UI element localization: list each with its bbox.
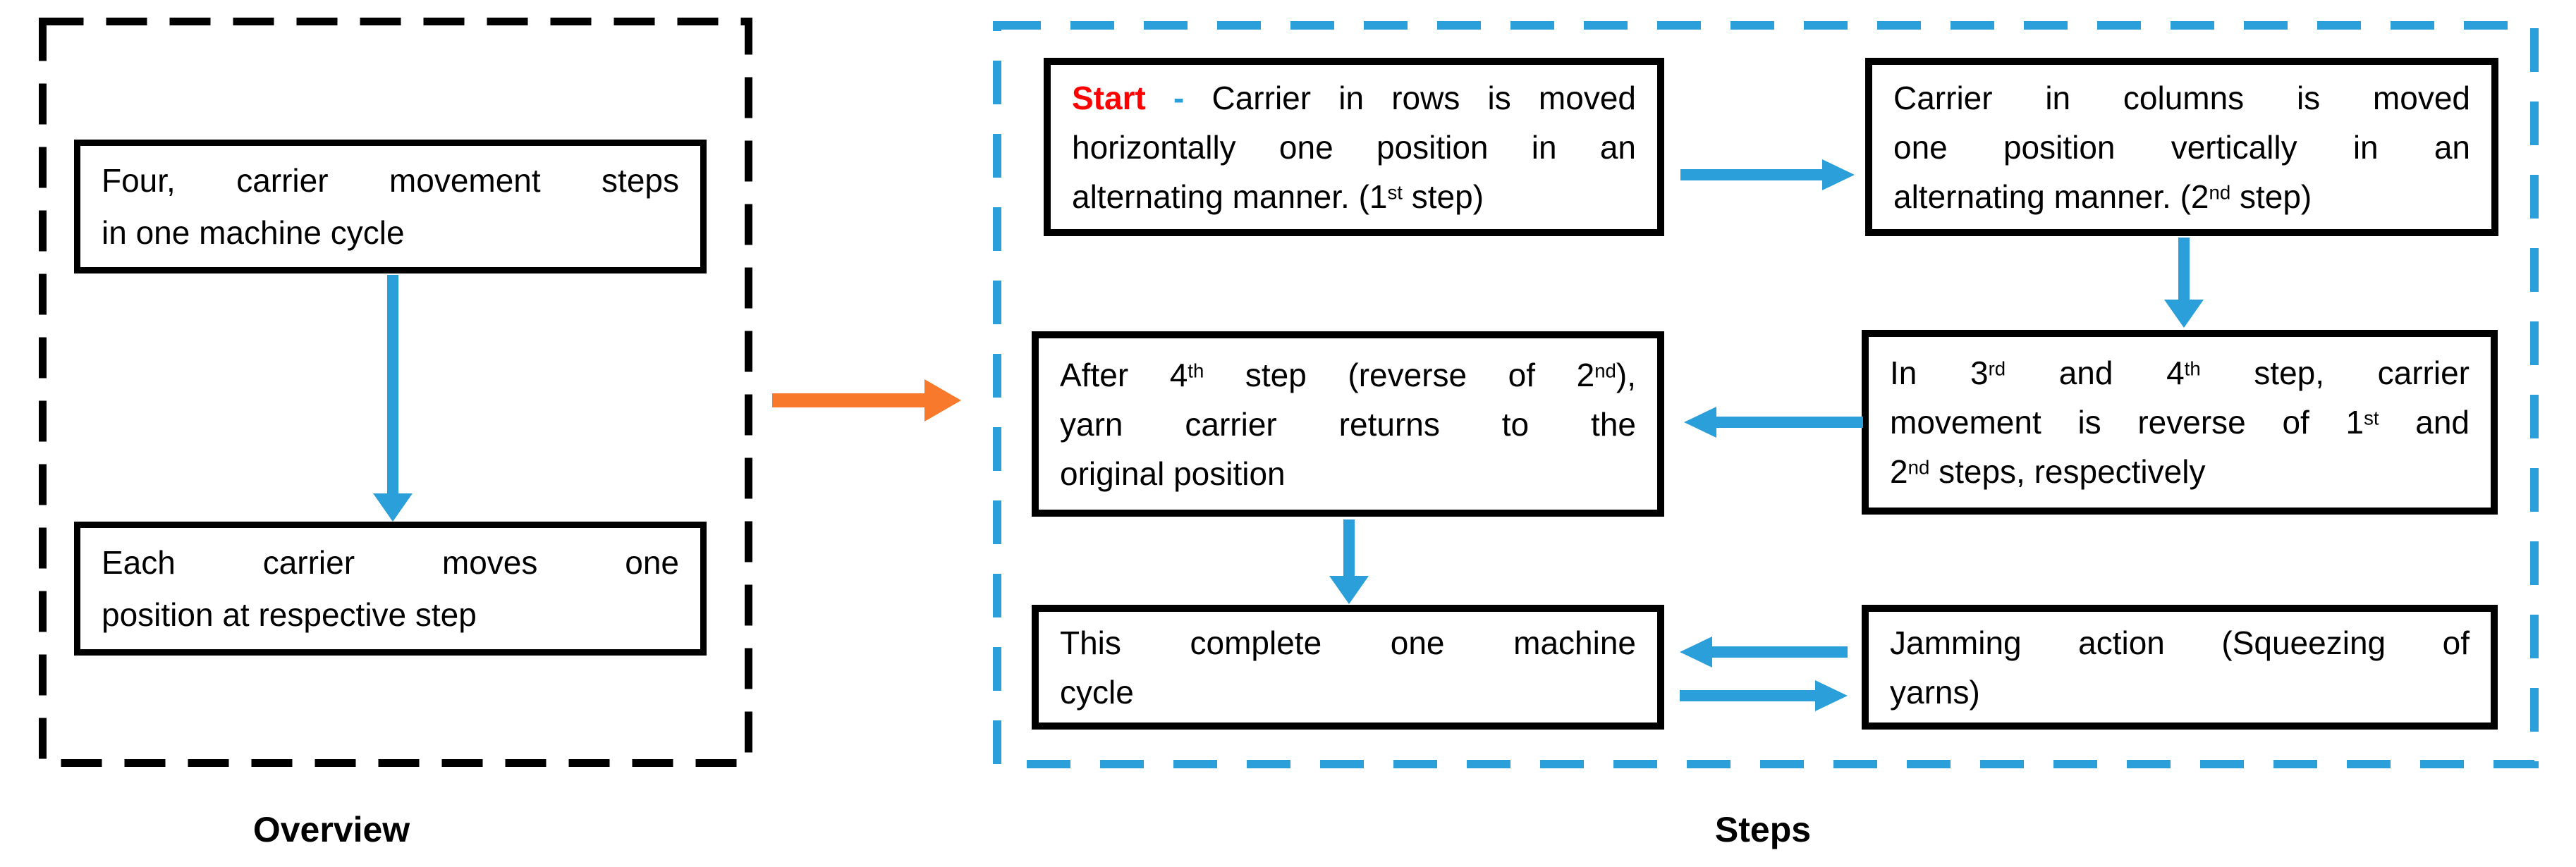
text-segment: step) bbox=[1402, 178, 1484, 215]
arrow-shaft bbox=[772, 393, 929, 407]
arrow-shaft bbox=[1680, 169, 1826, 180]
text-line: horizontally one position in an bbox=[1072, 128, 1636, 166]
text-segment: alternating manner. (2 bbox=[1893, 178, 2209, 215]
text-line: Four, carrier movement steps bbox=[102, 162, 679, 199]
arrow-shaft bbox=[1680, 690, 1819, 701]
superscript: nd bbox=[1594, 359, 1616, 382]
text-segment: and bbox=[2379, 404, 2470, 441]
step-box-cycle: This complete one machine cycle bbox=[1032, 605, 1664, 730]
text-line: Each carrier moves one bbox=[102, 544, 679, 581]
text-line: Carrier in columns is moved bbox=[1893, 79, 2470, 116]
arrow-head bbox=[1329, 576, 1369, 604]
orange-arrow-right-icon bbox=[772, 379, 961, 422]
text-segment: ), bbox=[1616, 356, 1636, 393]
text-segment: and 4 bbox=[2006, 355, 2185, 391]
text-line: cycle bbox=[1060, 673, 1134, 711]
overview-box-four-steps: Four, carrier movement steps in one mach… bbox=[74, 140, 707, 273]
step-box-start: Start - Carrier in rows is moved horizon… bbox=[1044, 58, 1664, 236]
text-segment: step) bbox=[2230, 178, 2312, 215]
arrow-left-icon bbox=[1684, 407, 1863, 438]
overview-box-each-carrier: Each carrier moves one position at respe… bbox=[74, 522, 707, 656]
text-line: yarn carrier returns to the bbox=[1060, 405, 1636, 443]
superscript: nd bbox=[1907, 456, 1930, 479]
start-label: Start bbox=[1072, 79, 1146, 116]
superscript: th bbox=[2184, 357, 2201, 380]
superscript: st bbox=[2364, 407, 2379, 429]
text-line: 2nd steps, respectively bbox=[1890, 447, 2470, 496]
start-dash: - bbox=[1145, 79, 1212, 116]
text-line: in one machine cycle bbox=[102, 214, 405, 251]
text-line: After 4th step (reverse of 2nd), bbox=[1060, 350, 1636, 400]
arrow-shaft bbox=[387, 275, 398, 496]
text-line: one position vertically in an bbox=[1893, 128, 2470, 166]
text-segment: alternating manner. (1 bbox=[1072, 178, 1388, 215]
arrow-head bbox=[1815, 680, 1848, 711]
text-line: alternating manner. (1st step) bbox=[1072, 172, 1636, 221]
superscript: th bbox=[1188, 359, 1204, 382]
arrow-shaft bbox=[1712, 417, 1863, 428]
overview-label: Overview bbox=[252, 810, 410, 849]
text-segment: In 3 bbox=[1890, 355, 1989, 391]
arrow-down-icon bbox=[2164, 238, 2204, 328]
text-line: Jamming action (Squeezing of bbox=[1890, 624, 2470, 661]
arrow-head bbox=[2164, 300, 2204, 328]
step-box-after-4th: After 4th step (reverse of 2nd), yarn ca… bbox=[1032, 331, 1664, 517]
step-box-columns: Carrier in columns is moved one position… bbox=[1865, 58, 2498, 236]
arrow-head bbox=[924, 379, 961, 422]
superscript: nd bbox=[2209, 181, 2231, 204]
arrow-head bbox=[1822, 159, 1855, 190]
arrow-down-icon bbox=[1329, 519, 1369, 604]
arrow-shaft bbox=[1343, 519, 1355, 579]
text-line: original position bbox=[1060, 455, 1286, 492]
text-segment: Carrier in rows is moved bbox=[1211, 79, 1637, 116]
arrow-head bbox=[1680, 637, 1712, 668]
text-line: position at respective step bbox=[102, 596, 477, 633]
arrow-right-icon bbox=[1680, 159, 1855, 190]
arrow-head bbox=[373, 493, 413, 522]
steps-label: Steps bbox=[1714, 810, 1812, 849]
arrow-head bbox=[1684, 407, 1716, 438]
text-line: Start - Carrier in rows is moved bbox=[1072, 73, 1636, 123]
text-line: movement is reverse of 1st and bbox=[1890, 398, 2470, 447]
text-segment: step (reverse of 2 bbox=[1204, 356, 1595, 393]
superscript: st bbox=[1387, 181, 1403, 204]
arrow-down-icon bbox=[373, 275, 413, 522]
text-segment: 2 bbox=[1890, 453, 1908, 490]
text-line: alternating manner. (2nd step) bbox=[1893, 172, 2470, 221]
overview-panel-border bbox=[39, 18, 752, 767]
superscript: rd bbox=[1988, 357, 2006, 380]
text-segment: movement is reverse of 1 bbox=[1890, 404, 2364, 441]
steps-panel-border bbox=[993, 21, 2539, 768]
text-segment: step, carrier bbox=[2200, 355, 2470, 391]
step-box-jamming: Jamming action (Squeezing of yarns) bbox=[1862, 605, 2498, 730]
text-line: This complete one machine bbox=[1060, 624, 1636, 661]
arrow-shaft bbox=[2178, 238, 2190, 302]
text-line: In 3rd and 4th step, carrier bbox=[1890, 348, 2470, 398]
arrow-left-icon bbox=[1680, 637, 1848, 668]
arrow-right-icon bbox=[1680, 680, 1848, 711]
arrow-shaft bbox=[1708, 646, 1848, 658]
text-line: yarns) bbox=[1890, 673, 1980, 711]
text-segment: After 4 bbox=[1060, 356, 1188, 393]
text-segment: steps, respectively bbox=[1929, 453, 2206, 490]
step-box-reverse: In 3rd and 4th step, carrier movement is… bbox=[1862, 330, 2498, 515]
